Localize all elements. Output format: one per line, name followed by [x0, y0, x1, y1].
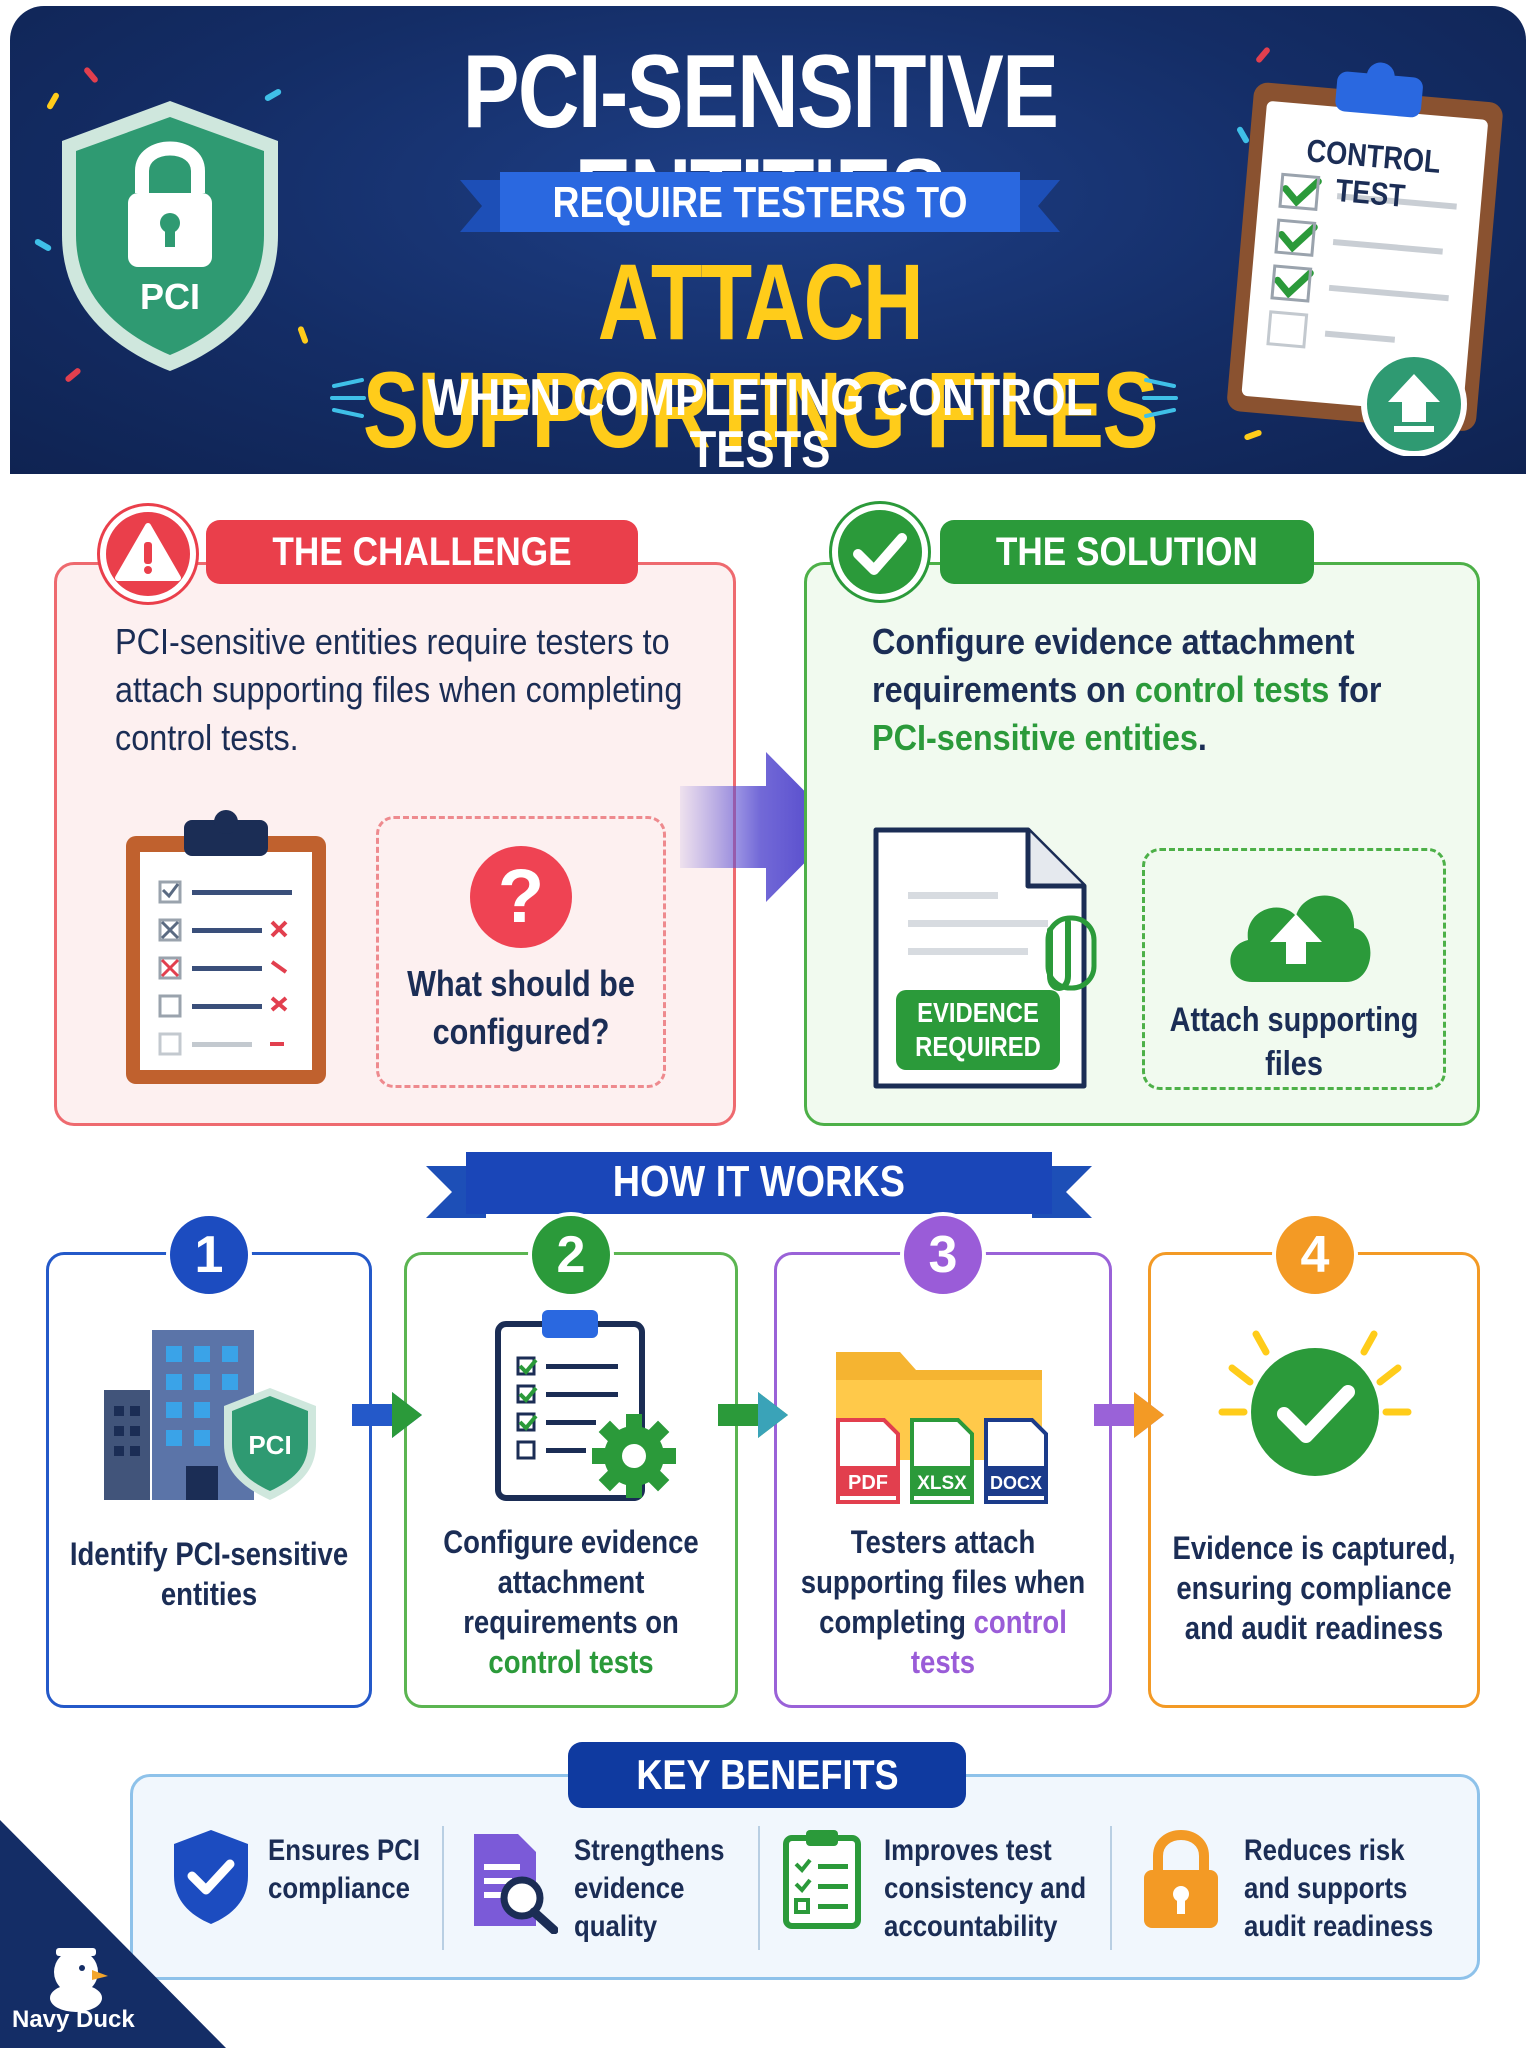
- document-search-icon: [474, 1834, 558, 1934]
- xlsx-file-label: XLSX: [917, 1473, 967, 1494]
- navy-duck-logo: [0, 1820, 226, 2048]
- pci-shield-icon: PCI: [62, 101, 278, 371]
- key-benefits-title: KEY BENEFITS: [568, 1742, 966, 1808]
- challenge-label: THE CHALLENGE: [206, 520, 638, 584]
- clipboard-gear-icon: [495, 1310, 676, 1501]
- step-number-2: 2: [528, 1212, 614, 1298]
- challenge-text: PCI-sensitive entities require testers t…: [115, 621, 683, 758]
- step-text-3: Testers attach supporting files when com…: [800, 1524, 1086, 1680]
- lock-icon: [1144, 1830, 1218, 1928]
- how-it-works-ribbon: [426, 1152, 1092, 1218]
- checklist-icon: [783, 1830, 861, 1929]
- warning-icon: [115, 523, 181, 581]
- step-text-1: Identify PCI-sensitive entities: [69, 1536, 349, 1612]
- subtitle-ribbon: REQUIRE TESTERS TO: [460, 170, 1060, 236]
- warning-badge: [100, 506, 196, 602]
- control-test-clipboard-icon: [1227, 62, 1503, 456]
- docx-file-label: DOCX: [990, 1473, 1042, 1493]
- checklist-clipboard-icon: [126, 810, 326, 1084]
- title-line2: ATTACH SUPPORTING FILES: [362, 241, 1159, 470]
- cloud-upload-icon: [1230, 895, 1371, 982]
- shield-check-icon: [174, 1830, 248, 1924]
- step-number-4: 4: [1272, 1212, 1358, 1298]
- step-number-1: 1: [166, 1212, 252, 1298]
- check-icon: [853, 533, 907, 575]
- step-text-2: Configure evidence attachment requiremen…: [443, 1524, 699, 1680]
- step-number-3: 3: [900, 1212, 986, 1298]
- folder-files-icon: PDF XLSX DOCX: [836, 1352, 1048, 1504]
- clipboard-label: CONTROL TEST: [1305, 132, 1443, 214]
- question-box: [376, 816, 666, 1088]
- building-pci-label: PCI: [248, 1430, 291, 1460]
- logo-text: Navy Duck: [12, 2006, 135, 2033]
- transition-arrow-icon: [680, 752, 840, 902]
- step-card-4: [1148, 1252, 1480, 1708]
- subtitle-text: REQUIRE TESTERS TO: [552, 178, 968, 227]
- benefit-divider: [442, 1826, 444, 1950]
- evidence-required-badge: EVIDENCE REQUIRED: [896, 990, 1060, 1070]
- accent-dash-icon: [330, 378, 366, 418]
- step-arrow-icon: [718, 1392, 788, 1438]
- shield-label: PCI: [140, 276, 200, 317]
- question-mark-icon: ?: [470, 846, 572, 948]
- attach-text: Attach supporting files: [1169, 1001, 1419, 1083]
- solution-label: THE SOLUTION: [940, 520, 1314, 584]
- check-badge: [832, 504, 928, 600]
- attach-box: [1142, 848, 1446, 1090]
- step-arrow-icon: [1094, 1392, 1164, 1438]
- success-check-icon: [1218, 1330, 1412, 1476]
- accent-dash-icon: [1142, 378, 1178, 418]
- solution-text: Configure evidence attachment requiremen…: [872, 621, 1382, 758]
- title-line3: WHEN COMPLETING CONTROL TESTS: [427, 369, 1093, 479]
- how-it-works-title: HOW IT WORKS: [612, 1157, 906, 1206]
- benefit-divider: [758, 1826, 760, 1950]
- step-text-4: Evidence is captured, ensuring complianc…: [1172, 1530, 1456, 1646]
- pdf-file-label: PDF: [848, 1472, 888, 1494]
- step-arrow-icon: [352, 1392, 422, 1438]
- benefit-divider: [1110, 1826, 1112, 1950]
- building-pci-icon: PCI: [104, 1330, 316, 1500]
- question-text: What should be configured?: [407, 963, 635, 1052]
